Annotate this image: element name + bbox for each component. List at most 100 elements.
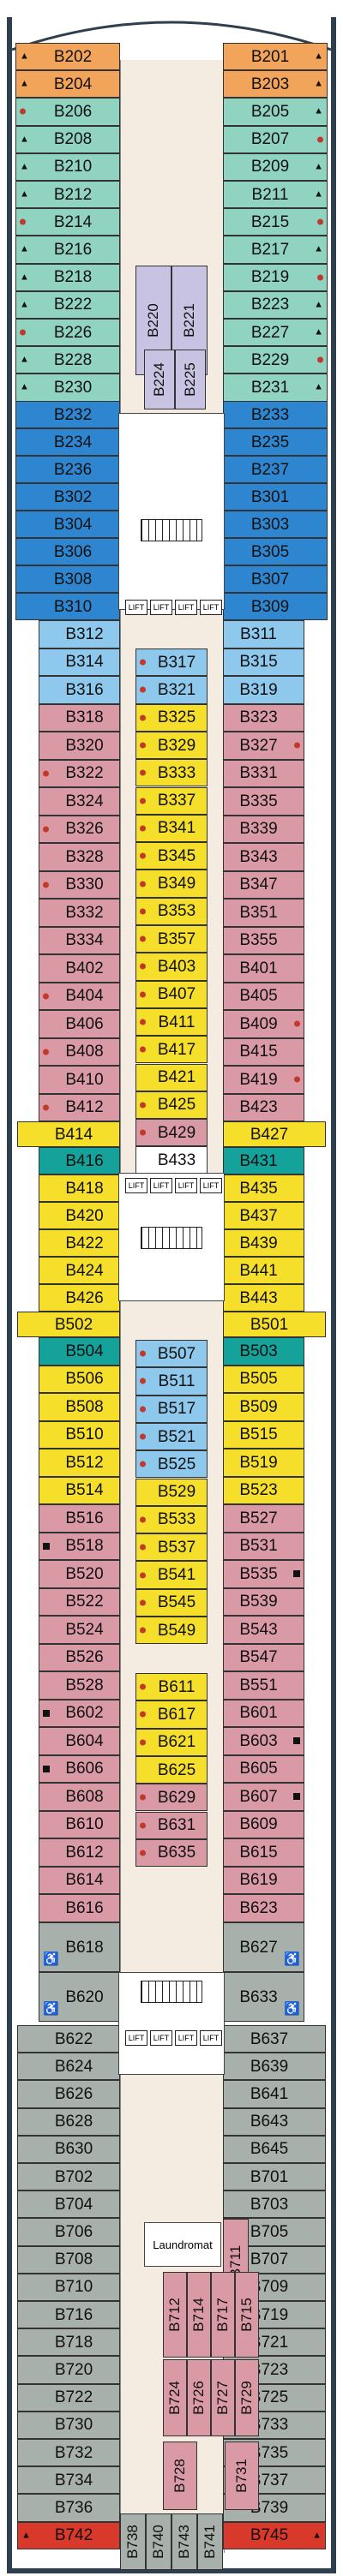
cabin-b617[interactable]: B617	[135, 1700, 208, 1729]
cabin-b518[interactable]: B518	[39, 1532, 120, 1560]
cabin-b745[interactable]: B745▲	[223, 2521, 326, 2549]
cabin-b234[interactable]: B234	[15, 428, 120, 456]
cabin-b412[interactable]: B412	[39, 1093, 120, 1121]
cabin-b525[interactable]: B525	[135, 1450, 208, 1479]
cabin-b501[interactable]: B501	[223, 1312, 326, 1337]
cabin-b419[interactable]: B419	[223, 1066, 304, 1094]
cabin-b335[interactable]: B335	[223, 787, 304, 816]
cabin-b539[interactable]: B539	[223, 1587, 304, 1616]
cabin-b225[interactable]: B225	[175, 350, 206, 409]
cabin-b511[interactable]: B511	[135, 1367, 208, 1396]
cabin-b233[interactable]: B233	[223, 401, 328, 428]
cabin-b443[interactable]: B443	[223, 1284, 304, 1312]
cabin-b208[interactable]: B208▲	[15, 125, 120, 153]
cabin-b201[interactable]: B201▲	[223, 43, 328, 71]
cabin-b403[interactable]: B403	[135, 953, 208, 981]
cabin-b410[interactable]: B410	[39, 1066, 120, 1094]
cabin-b322[interactable]: B322	[39, 759, 120, 787]
cabin-b324[interactable]: B324	[39, 787, 120, 816]
cabin-b408[interactable]: B408	[39, 1037, 120, 1066]
cabin-b401[interactable]: B401	[223, 954, 304, 983]
cabin-b720[interactable]: B720	[17, 2356, 120, 2384]
cabin-b716[interactable]: B716	[17, 2301, 120, 2329]
cabin-b743[interactable]: B743	[172, 2513, 197, 2570]
cabin-b202[interactable]: B202▲	[15, 43, 120, 71]
cabin-b740[interactable]: B740	[146, 2513, 172, 2570]
cabin-b217[interactable]: B217▲	[223, 236, 328, 264]
cabin-b218[interactable]: B218▲	[15, 263, 120, 291]
cabin-b615[interactable]: B615	[223, 1838, 304, 1867]
cabin-b320[interactable]: B320	[39, 732, 120, 760]
cabin-b236[interactable]: B236	[15, 456, 120, 483]
cabin-b211[interactable]: B211▲	[223, 181, 328, 209]
cabin-b417[interactable]: B417	[135, 1036, 208, 1064]
cabin-b422[interactable]: B422	[39, 1229, 120, 1257]
cabin-b347[interactable]: B347	[223, 870, 304, 899]
cabin-b232[interactable]: B232	[15, 401, 120, 428]
cabin-b734[interactable]: B734	[17, 2466, 120, 2495]
cabin-b207[interactable]: B207	[223, 125, 328, 153]
cabin-b616[interactable]: B616	[39, 1894, 120, 1922]
cabin-b426[interactable]: B426	[39, 1284, 120, 1312]
cabin-b421[interactable]: B421	[135, 1063, 208, 1091]
cabin-b621[interactable]: B621	[135, 1728, 208, 1756]
cabin-b409[interactable]: B409	[223, 1010, 304, 1038]
cabin-b625[interactable]: B625	[135, 1755, 208, 1784]
cabin-b611[interactable]: B611	[135, 1673, 208, 1701]
cabin-b305[interactable]: B305	[223, 538, 328, 565]
cabin-b321[interactable]: B321	[135, 676, 208, 704]
cabin-b641[interactable]: B641	[223, 2080, 326, 2108]
cabin-b317[interactable]: B317	[135, 648, 208, 677]
cabin-b416[interactable]: B416	[39, 1147, 120, 1174]
cabin-b214[interactable]: B214	[15, 208, 120, 236]
cabin-b230[interactable]: B230▲	[15, 374, 120, 402]
cabin-b339[interactable]: B339	[223, 815, 304, 843]
cabin-b423[interactable]: B423	[223, 1093, 304, 1121]
cabin-b228[interactable]: B228▲	[15, 346, 120, 374]
cabin-b624[interactable]: B624	[17, 2053, 120, 2081]
cabin-b547[interactable]: B547	[223, 1643, 304, 1671]
cabin-b323[interactable]: B323	[223, 703, 304, 732]
cabin-b718[interactable]: B718	[17, 2328, 120, 2357]
cabin-b308[interactable]: B308	[15, 565, 120, 593]
cabin-b351[interactable]: B351	[223, 899, 304, 927]
cabin-b619[interactable]: B619	[223, 1866, 304, 1894]
cabin-b331[interactable]: B331	[223, 759, 304, 787]
cabin-b537[interactable]: B537	[135, 1533, 208, 1562]
cabin-b541[interactable]: B541	[135, 1561, 208, 1589]
cabin-b529[interactable]: B529	[135, 1478, 208, 1506]
cabin-b730[interactable]: B730	[17, 2411, 120, 2439]
cabin-b327[interactable]: B327	[223, 732, 304, 760]
cabin-b604[interactable]: B604	[39, 1727, 120, 1755]
cabin-b310[interactable]: B310	[15, 593, 120, 620]
cabin-b330[interactable]: B330	[39, 870, 120, 899]
cabin-b427[interactable]: B427	[223, 1121, 326, 1147]
cabin-b724[interactable]: B724	[163, 2359, 187, 2436]
cabin-b639[interactable]: B639	[223, 2053, 326, 2081]
cabin-b341[interactable]: B341	[135, 814, 208, 843]
cabin-b620[interactable]: B620♿	[39, 1972, 120, 2022]
cabin-b424[interactable]: B424	[39, 1257, 120, 1284]
cabin-b516[interactable]: B516	[39, 1504, 120, 1533]
cabin-b504[interactable]: B504	[39, 1337, 120, 1366]
cabin-b212[interactable]: B212▲	[15, 181, 120, 209]
cabin-b608[interactable]: B608	[39, 1783, 120, 1811]
cabin-b520[interactable]: B520	[39, 1560, 120, 1588]
cabin-b629[interactable]: B629	[135, 1784, 208, 1812]
cabin-b731[interactable]: B731	[225, 2442, 259, 2510]
cabin-b630[interactable]: B630	[17, 2135, 120, 2163]
cabin-b742[interactable]: B742▲	[17, 2521, 120, 2549]
cabin-b309[interactable]: B309	[223, 593, 328, 620]
cabin-b229[interactable]: B229	[223, 346, 328, 374]
cabin-b545[interactable]: B545	[135, 1588, 208, 1617]
cabin-b626[interactable]: B626	[17, 2080, 120, 2108]
cabin-b633[interactable]: B633♿	[223, 1972, 304, 2022]
cabin-b318[interactable]: B318	[39, 703, 120, 732]
cabin-b701[interactable]: B701	[223, 2163, 326, 2191]
cabin-b514[interactable]: B514	[39, 1476, 120, 1504]
cabin-b343[interactable]: B343	[223, 843, 304, 871]
cabin-b219[interactable]: B219	[223, 263, 328, 291]
cabin-b314[interactable]: B314	[39, 648, 120, 676]
cabin-b728[interactable]: B728	[163, 2442, 197, 2510]
cabin-b702[interactable]: B702	[17, 2163, 120, 2191]
